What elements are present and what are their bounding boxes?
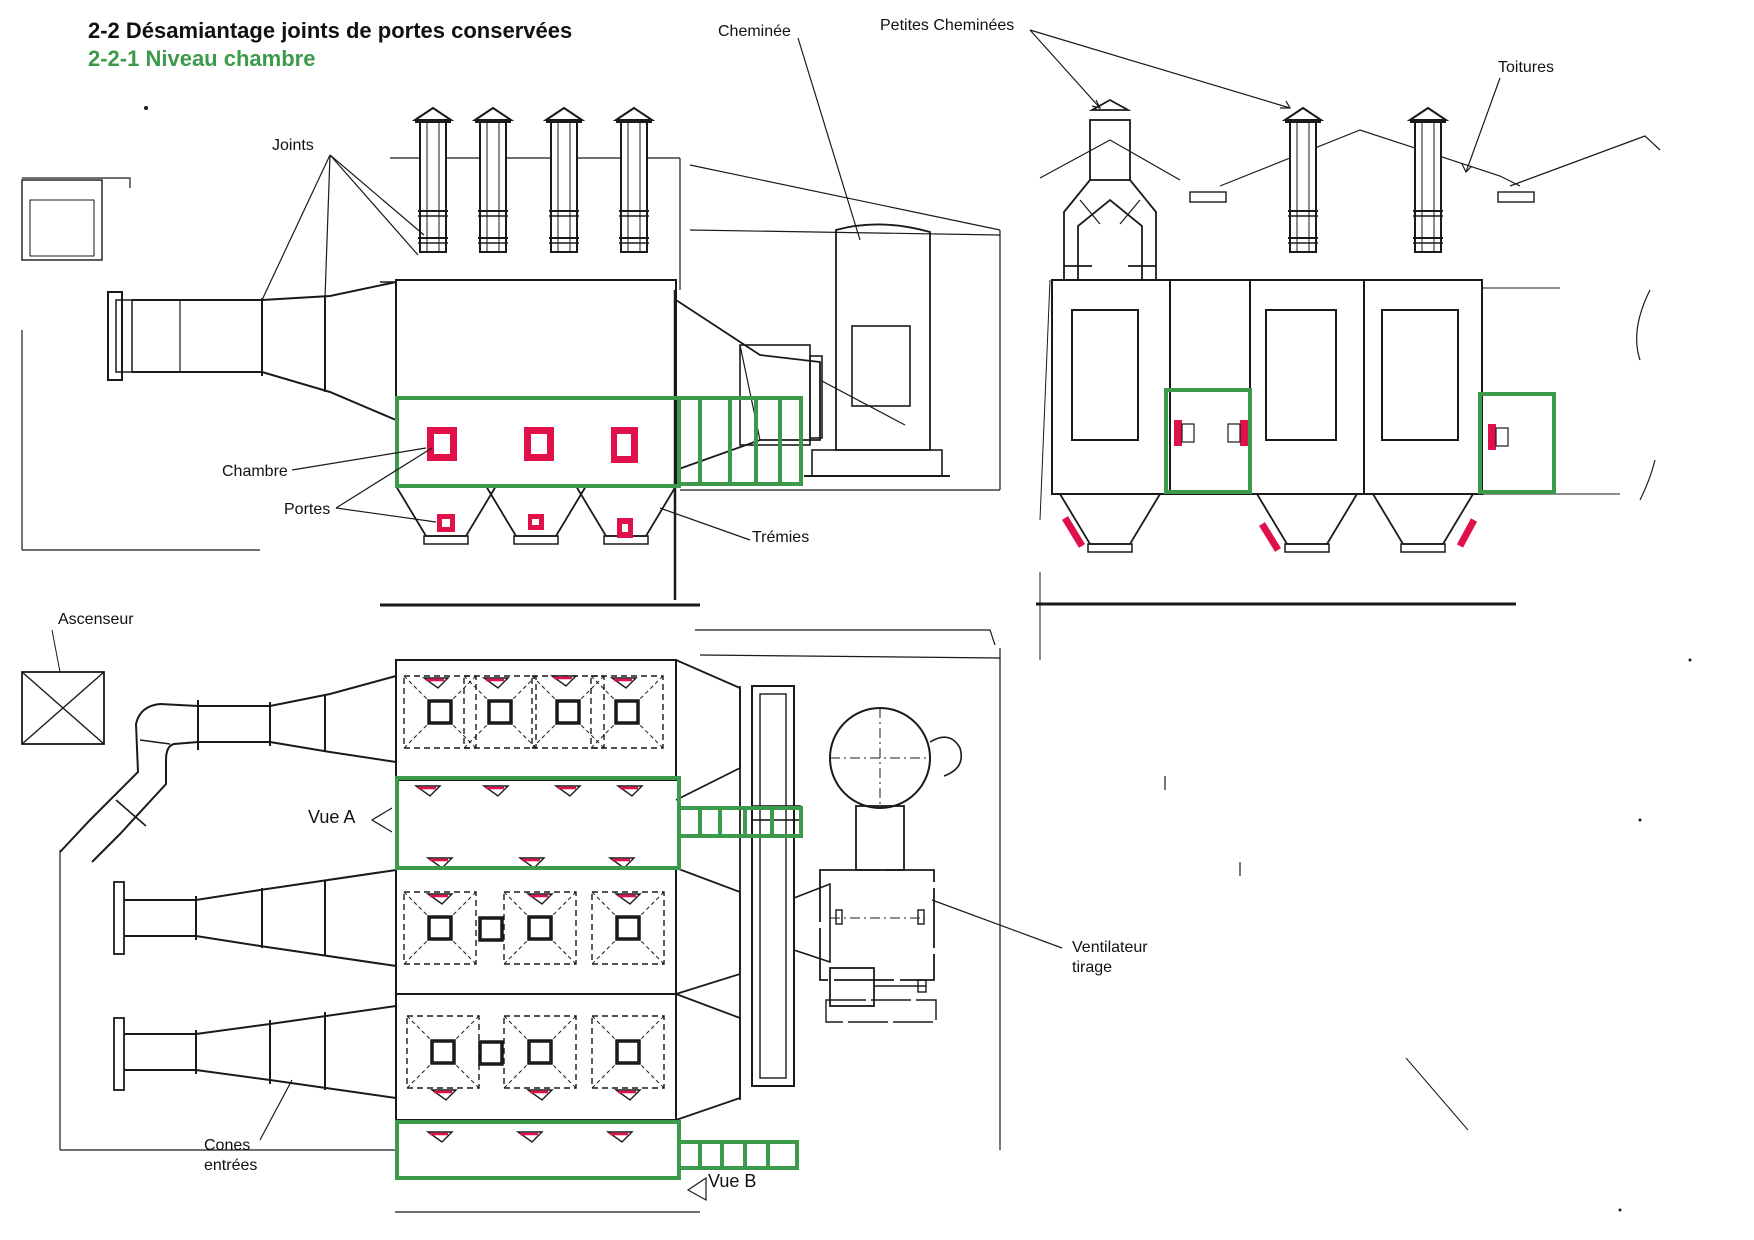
label-vue-b: Vue B xyxy=(708,1171,757,1191)
doors xyxy=(427,427,638,538)
highlight-zones-plan xyxy=(395,776,803,1180)
label-ascenseur: Ascenseur xyxy=(58,611,134,628)
label-petites-cheminees: Petites Cheminées xyxy=(880,17,1015,34)
label-tremies: Trémies xyxy=(752,529,810,546)
plan-door-modules xyxy=(402,674,666,1144)
front-elevation xyxy=(1036,98,1661,660)
leader-lines-top-left xyxy=(261,37,861,541)
front-doors xyxy=(1062,420,1509,552)
view-markers xyxy=(370,807,707,1202)
label-entrees: entrées xyxy=(204,1157,258,1174)
label-tirage: tirage xyxy=(1072,959,1113,976)
label-toitures: Toitures xyxy=(1498,59,1555,76)
label-cones: Cones xyxy=(204,1137,251,1154)
plan-view xyxy=(21,629,1469,1213)
stray-marks xyxy=(144,106,1692,1212)
label-cheminee: Cheminée xyxy=(718,23,791,40)
page-title: 2-2 Désamiantage joints de portes conser… xyxy=(88,18,573,43)
label-portes: Portes xyxy=(284,501,331,518)
label-vue-a: Vue A xyxy=(308,807,356,827)
label-chambre: Chambre xyxy=(222,463,288,480)
page-subtitle: 2-2-1 Niveau chambre xyxy=(88,46,316,71)
side-elevation xyxy=(21,107,1001,607)
highlight-zones-top xyxy=(395,396,803,488)
highlight-zones-front xyxy=(1164,388,1556,494)
leader-lines-top-right xyxy=(1029,29,1501,174)
label-joints: Joints xyxy=(272,137,314,154)
label-ventilateur: Ventilateur xyxy=(1072,939,1148,956)
leader-lines-bottom xyxy=(259,899,1063,1141)
